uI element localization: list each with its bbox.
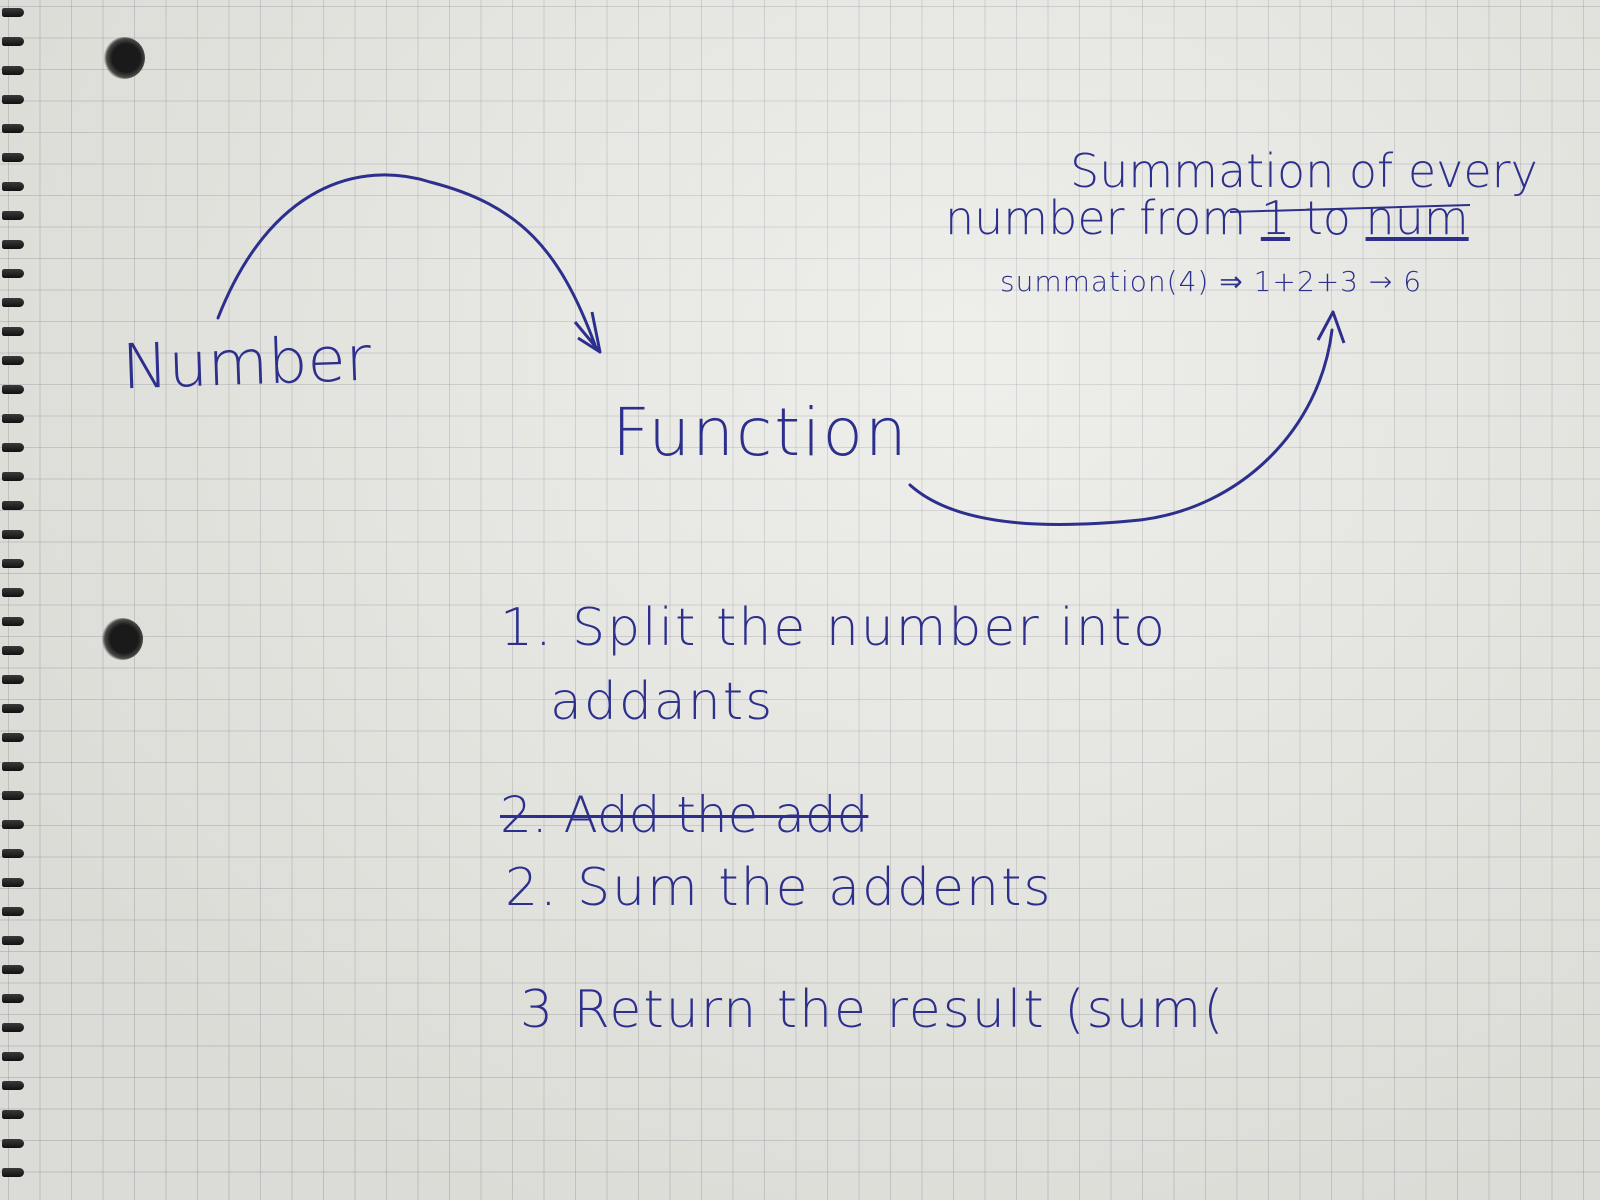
spiral-ring <box>2 907 24 916</box>
spiral-ring <box>2 385 24 394</box>
spiral-ring <box>2 704 24 713</box>
spiral-ring <box>2 153 24 162</box>
arrow-function-to-result <box>908 328 1334 526</box>
spiral-ring <box>2 182 24 191</box>
spiral-ring <box>2 1052 24 1061</box>
spiral-ring <box>2 472 24 481</box>
arrow-number-to-function <box>216 173 597 347</box>
arrowhead-function <box>573 311 602 354</box>
function-label: Function <box>612 394 909 471</box>
description-text-pre: number from <box>945 191 1261 245</box>
punch-hole-top <box>103 37 145 79</box>
spiral-ring <box>2 791 24 800</box>
spiral-ring <box>2 646 24 655</box>
spiral-ring <box>2 965 24 974</box>
spiral-ring <box>2 211 24 220</box>
spiral-ring <box>2 559 24 568</box>
step-2: 2. Sum the addents <box>505 858 1053 918</box>
description-line-2: number from 1 to num <box>945 195 1469 241</box>
description-num: num <box>1365 191 1469 245</box>
punch-hole-middle <box>101 618 143 660</box>
description-line-1: Summation of every <box>1070 144 1538 198</box>
spiral-ring <box>2 762 24 771</box>
spiral-ring <box>2 95 24 104</box>
spiral-ring <box>2 1023 24 1032</box>
spiral-ring <box>2 37 24 46</box>
spiral-ring <box>2 298 24 307</box>
spiral-ring <box>2 443 24 452</box>
spiral-ring <box>2 66 24 75</box>
spiral-ring <box>2 849 24 858</box>
spiral-ring <box>2 1168 24 1177</box>
spiral-ring <box>2 1139 24 1148</box>
underline-every <box>1229 204 1471 213</box>
example-line: summation(4) ⇒ 1+2+3 → 6 <box>1000 265 1423 298</box>
spiral-ring <box>2 327 24 336</box>
input-label: Number <box>120 321 373 404</box>
spiral-ring <box>2 501 24 510</box>
spiral-ring <box>2 675 24 684</box>
spiral-ring <box>2 820 24 829</box>
arrowhead-result <box>1316 310 1346 344</box>
spiral-ring <box>2 530 24 539</box>
spiral-ring <box>2 414 24 423</box>
spiral-ring <box>2 878 24 887</box>
spiral-ring <box>2 8 24 17</box>
step-2-struck-out: 2. Add the add <box>500 786 869 844</box>
notebook-spiral-binding <box>0 0 30 1200</box>
step-3: 3 Return the result (sum( <box>520 980 1226 1040</box>
spiral-ring <box>2 269 24 278</box>
spiral-ring <box>2 124 24 133</box>
description-text-mid: to <box>1290 191 1366 245</box>
spiral-ring <box>2 588 24 597</box>
spiral-ring <box>2 356 24 365</box>
spiral-ring <box>2 617 24 626</box>
spiral-ring <box>2 733 24 742</box>
step-1-line-1: 1. Split the number into <box>500 598 1167 658</box>
spiral-ring <box>2 1110 24 1119</box>
spiral-ring <box>2 1081 24 1090</box>
spiral-ring <box>2 240 24 249</box>
step-1-line-2: addants <box>550 672 775 732</box>
description-one: 1 <box>1260 191 1291 245</box>
spiral-ring <box>2 936 24 945</box>
spiral-ring <box>2 994 24 1003</box>
